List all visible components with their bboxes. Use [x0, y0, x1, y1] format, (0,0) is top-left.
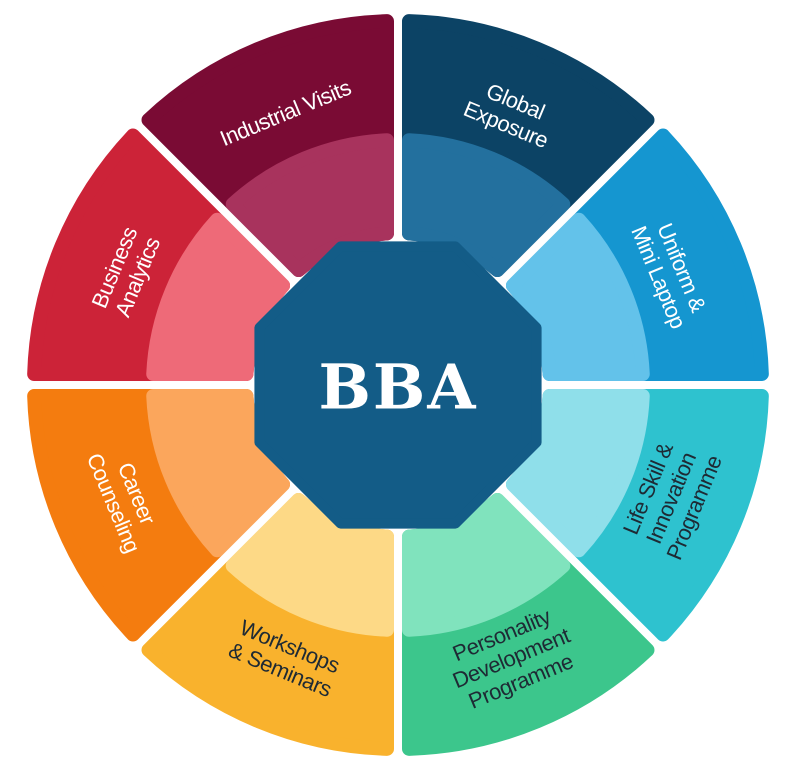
segment-inner-band — [402, 133, 571, 278]
segment-inner-band — [225, 133, 394, 278]
segment-inner-band — [225, 492, 394, 637]
segment-inner-band — [146, 212, 291, 381]
center-octagon — [254, 241, 542, 529]
segment-5: PersonalityDevelopmentProgramme — [402, 492, 655, 756]
segment-inner-band — [402, 492, 571, 637]
segment-1: Industrial Visits — [141, 14, 394, 278]
segment-8: BusinessAnalytics — [27, 128, 291, 381]
segment-7: CareerCounseling — [27, 389, 291, 642]
segment-4: Life Skill &InnovationProgramme — [505, 389, 769, 642]
segment-2: GlobalExposure — [402, 14, 655, 278]
segment-label: Life Skill &InnovationProgramme — [615, 432, 727, 563]
segment-inner-band — [505, 212, 650, 381]
center-label: BBA — [319, 351, 478, 424]
segment-3: Uniform &Mini Laptop — [505, 128, 769, 381]
segment-6: Workshops& Seminars — [141, 492, 394, 756]
segment-inner-band — [146, 389, 291, 558]
segment-inner-band — [505, 389, 650, 558]
